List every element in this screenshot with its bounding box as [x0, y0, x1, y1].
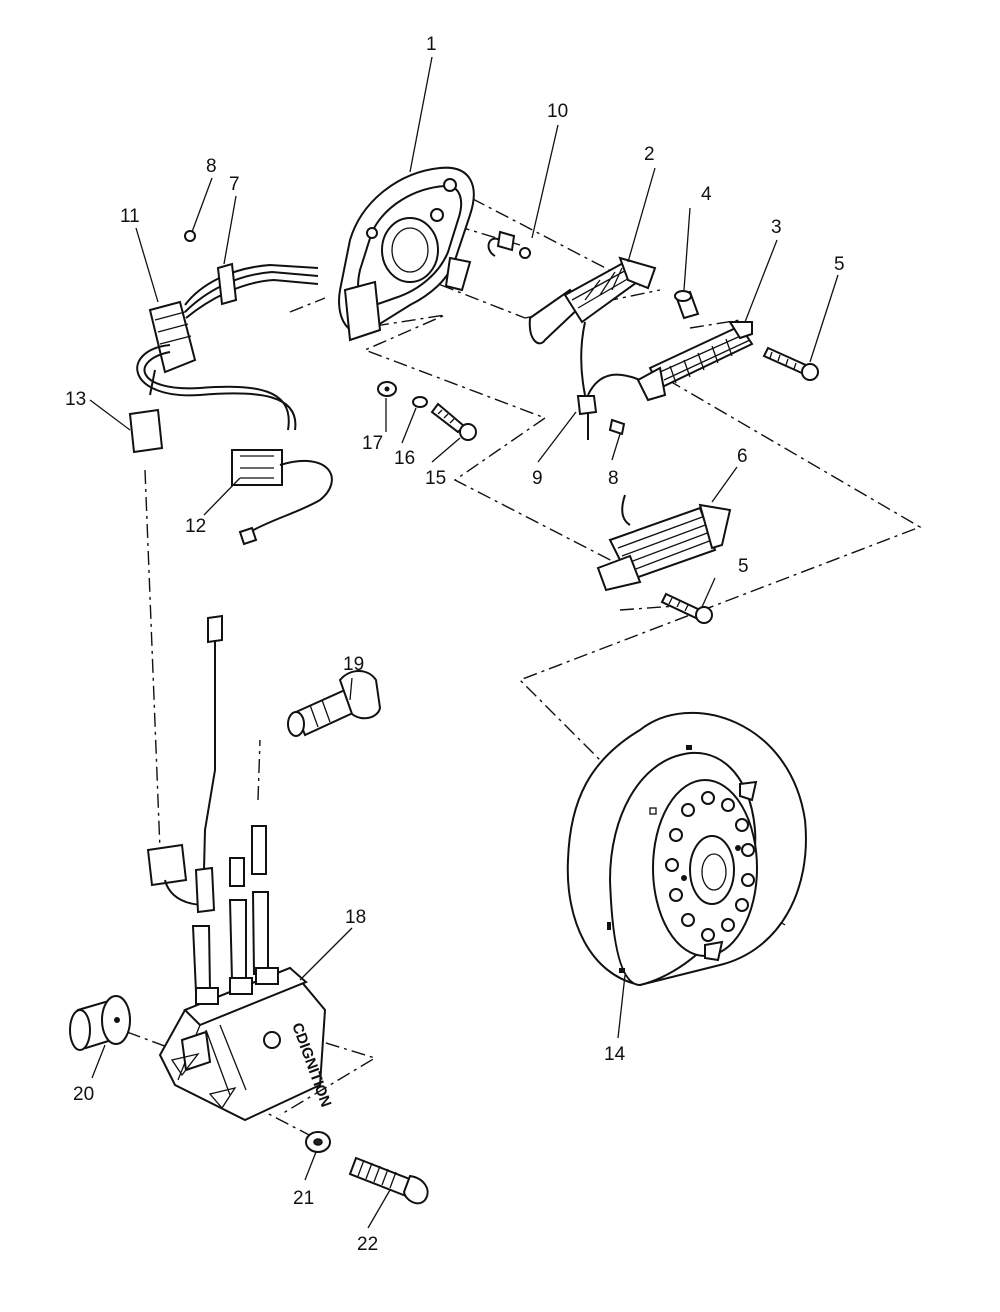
flywheel-holes — [665, 791, 755, 942]
screw-part5-upper — [762, 346, 819, 381]
callout-numbers: 1 2 3 4 5 5 6 7 8 8 9 10 11 12 13 14 15 … — [65, 34, 845, 1255]
callout-8-left: 8 — [206, 156, 217, 177]
callout-22: 22 — [357, 1234, 378, 1255]
cdi-ignition-module-part18: CDIGNITION — [158, 966, 334, 1122]
callout-4: 4 — [701, 184, 712, 205]
screw-part5-lower — [660, 592, 713, 624]
callout-21: 21 — [293, 1188, 314, 1209]
callout-10: 10 — [547, 101, 568, 122]
nut-clip-part10 — [487, 230, 531, 259]
callout-1: 1 — [426, 34, 437, 55]
bushing-part20 — [69, 995, 131, 1051]
bolt-part22 — [348, 1156, 429, 1205]
terminal-part9 — [576, 395, 626, 440]
callout-3: 3 — [771, 217, 782, 238]
leader-lines — [89, 56, 839, 1229]
callout-16: 16 — [394, 448, 415, 469]
callout-5-upper: 5 — [834, 254, 845, 275]
callout-14: 14 — [604, 1044, 626, 1065]
callout-11: 11 — [120, 206, 140, 227]
callout-9: 9 — [532, 468, 543, 489]
callout-6: 6 — [737, 446, 748, 467]
callout-19: 19 — [343, 654, 364, 675]
assembly-lines — [126, 185, 922, 1139]
callout-20: 20 — [73, 1084, 94, 1105]
callout-12: 12 — [185, 516, 206, 537]
washer-part21 — [305, 1131, 331, 1153]
lighting-coil-part2 — [528, 256, 657, 396]
callout-5-lower: 5 — [738, 556, 749, 577]
coil-part3 — [636, 321, 754, 402]
callout-8-center: 8 — [608, 468, 619, 489]
callout-18: 18 — [345, 907, 366, 928]
callout-13: 13 — [65, 389, 86, 410]
exciter-coil-part6 — [596, 494, 732, 592]
washers-screw-15-17 — [377, 381, 477, 441]
spark-plug-cap-part19 — [287, 670, 382, 737]
wiring-harness — [128, 230, 333, 546]
callout-15: 15 — [425, 468, 446, 489]
callout-17: 17 — [362, 433, 383, 454]
callout-2: 2 — [644, 144, 655, 165]
connector-lead — [146, 614, 223, 914]
stator-plate — [338, 166, 475, 342]
callout-7: 7 — [229, 174, 240, 195]
flywheel-part14 — [566, 711, 807, 987]
spacer-part4 — [674, 290, 700, 320]
